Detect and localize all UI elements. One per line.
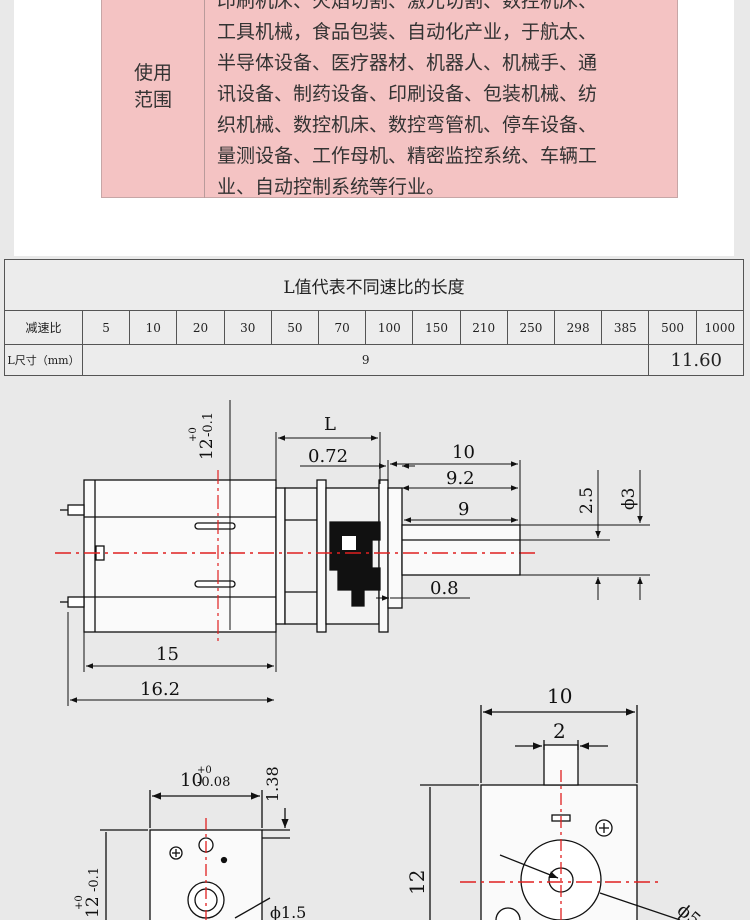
dim-tol-plus: +0 xyxy=(188,427,199,442)
dim-12-back: 12 xyxy=(405,870,429,895)
dim-phi3: ϕ3 xyxy=(619,488,639,510)
dim-front-tol-plus: +0 xyxy=(197,765,212,776)
dim-0-8: 0.8 xyxy=(430,578,459,599)
dim-12-main: 12 xyxy=(197,438,217,460)
ratio-cell: 70 xyxy=(318,310,367,345)
dim-15: 15 xyxy=(156,644,179,665)
ratio-cell: 10 xyxy=(129,310,178,345)
ratio-cell: 1000 xyxy=(695,310,745,345)
dim-2-5: 2.5 xyxy=(577,487,597,514)
dim-phi1-5: ϕ1.5 xyxy=(270,903,306,920)
usage-label-line2: 范围 xyxy=(133,89,172,111)
ratio-cell: 20 xyxy=(176,310,225,345)
front-view-labels: 10 +0 -0.08 1.38 ϕ1.5 12 +0 -0.1 xyxy=(74,765,306,920)
usage-line: 量测设备、工作母机、精密监控系统、车辆工 xyxy=(217,145,598,167)
ratio-cell: 100 xyxy=(365,310,414,345)
dim-0-72: 0.72 xyxy=(308,446,348,467)
side-view-dimensions xyxy=(67,400,650,706)
dim-10-front: 10 xyxy=(180,770,203,791)
dim-L: L xyxy=(324,414,336,435)
usage-line: 工具机械，食品包装、自动化产业，于航太、 xyxy=(217,21,598,43)
ratio-cell: 250 xyxy=(506,310,556,345)
ratio-cell: 210 xyxy=(459,310,508,345)
ratio-cell: 30 xyxy=(223,310,272,345)
side-view-labels: 12 +0 -0.1 L 0.72 10 9.2 9 2.5 ϕ3 0.8 15… xyxy=(140,412,639,700)
dim-phi5: ϕ5 xyxy=(673,900,705,920)
length-row: L尺寸（mm） 9 11.60 xyxy=(4,344,744,376)
length-value-long: 11.60 xyxy=(648,344,744,376)
usage-line: 印刷机床、火焰切割、激光切割、数控机床、 xyxy=(217,0,598,12)
usage-line: 织机械、数控机床、数控弯管机、停车设备、 xyxy=(217,114,598,136)
usage-label: 使用 范围 xyxy=(102,60,204,114)
usage-text: 印刷机床、火焰切割、激光切割、数控机床、 工具机械，食品包装、自动化产业，于航太… xyxy=(217,0,667,203)
usage-line: 业、自动控制系统等行业。 xyxy=(217,176,446,198)
motor-body xyxy=(83,479,277,633)
length-table: L值代表不同速比的长度 减速比 5 10 20 30 50 70 100 150… xyxy=(4,259,745,376)
dim-1-38: 1.38 xyxy=(263,766,282,802)
ratio-row: 减速比 5 10 20 30 50 70 100 150 210 250 298… xyxy=(4,310,745,345)
dim-front-tol-minus: -0.08 xyxy=(197,775,230,790)
ratio-cell: 50 xyxy=(270,310,320,345)
length-value-short: 9 xyxy=(81,344,650,376)
ratio-cell: 298 xyxy=(554,310,603,345)
dim-10-back: 10 xyxy=(547,684,572,708)
dim-2-back: 2 xyxy=(553,719,566,743)
dim-9: 9 xyxy=(458,499,469,520)
dim-10: 10 xyxy=(452,442,475,463)
dim-front-tol-plus-v: +0 xyxy=(74,895,85,910)
ratio-cell: 385 xyxy=(601,310,650,345)
usage-line: 讯设备、制药设备、印刷设备、包装机械、纺 xyxy=(217,83,598,105)
dim-9-2: 9.2 xyxy=(446,468,475,489)
length-table-title: L值代表不同速比的长度 xyxy=(4,259,744,311)
length-header: L尺寸（mm） xyxy=(4,344,83,376)
dim-16-2: 16.2 xyxy=(140,679,180,700)
usage-panel: 使用 范围 印刷机床、火焰切割、激光切割、数控机床、 工具机械，食品包装、自动化… xyxy=(101,0,678,198)
motor-technical-drawing: 12 +0 -0.1 L 0.72 10 9.2 9 2.5 ϕ3 0.8 15… xyxy=(55,400,705,920)
usage-line: 半导体设备、医疗器材、机器人、机械手、通 xyxy=(217,52,598,74)
usage-divider xyxy=(204,0,205,198)
ratio-header: 减速比 xyxy=(4,310,83,345)
ratio-cell: 500 xyxy=(648,310,697,345)
dim-12-front: 12 xyxy=(83,896,103,918)
dim-tol-minus: -0.1 xyxy=(201,412,216,437)
back-view xyxy=(420,705,681,920)
dim-front-tol-minus-v: -0.1 xyxy=(87,867,102,892)
ratio-cell: 5 xyxy=(81,310,131,345)
usage-card: 使用 范围 印刷机床、火焰切割、激光切割、数控机床、 工具机械，食品包装、自动化… xyxy=(14,0,734,256)
ratio-cell: 150 xyxy=(412,310,461,345)
front-view xyxy=(100,790,290,920)
side-view xyxy=(55,470,535,645)
usage-label-line1: 使用 xyxy=(133,62,172,84)
